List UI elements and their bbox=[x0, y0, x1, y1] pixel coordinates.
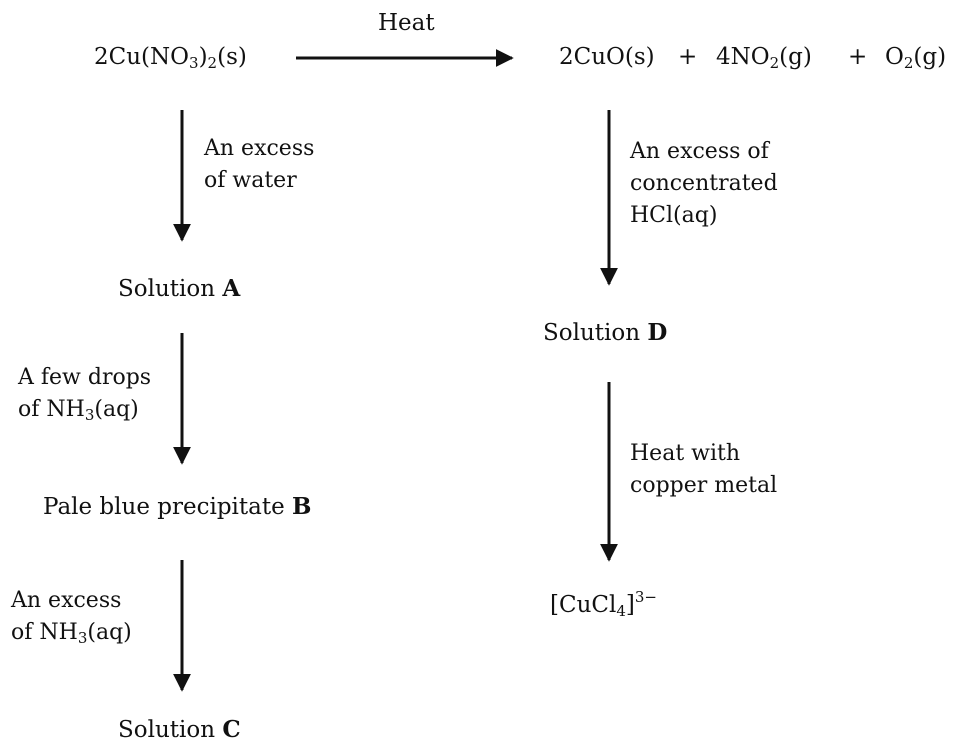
step-excess-hcl-label: An excess of concentrated HCl(aq) bbox=[630, 139, 778, 228]
solution-a-label: Solution A bbox=[118, 275, 241, 302]
product-copper-oxide: 2CuO(s) bbox=[559, 44, 655, 70]
step-heat-copper-label: Heat with copper metal bbox=[630, 441, 778, 498]
precipitate-b-label: Pale blue precipitate B bbox=[43, 493, 312, 520]
product-nitrogen-dioxide: 4NO2(g) bbox=[716, 44, 812, 72]
reactant-copper-nitrate: 2Cu(NO3)2(s) bbox=[94, 44, 247, 72]
step-excess-ammonia-label: An excess of NH3(aq) bbox=[11, 588, 132, 647]
solution-c-label: Solution C bbox=[118, 716, 241, 743]
plus-sign: + bbox=[678, 44, 698, 70]
heat-condition-label: Heat bbox=[378, 10, 435, 36]
step-few-drops-ammonia-label: A few drops of NH3(aq) bbox=[18, 365, 152, 424]
product-oxygen: O2(g) bbox=[885, 44, 947, 72]
plus-sign: + bbox=[848, 44, 868, 70]
solution-d-label: Solution D bbox=[543, 319, 668, 346]
complex-ion-label: [CuCl4]3− bbox=[550, 588, 657, 620]
step-excess-water-label: An excess of water bbox=[204, 136, 315, 193]
